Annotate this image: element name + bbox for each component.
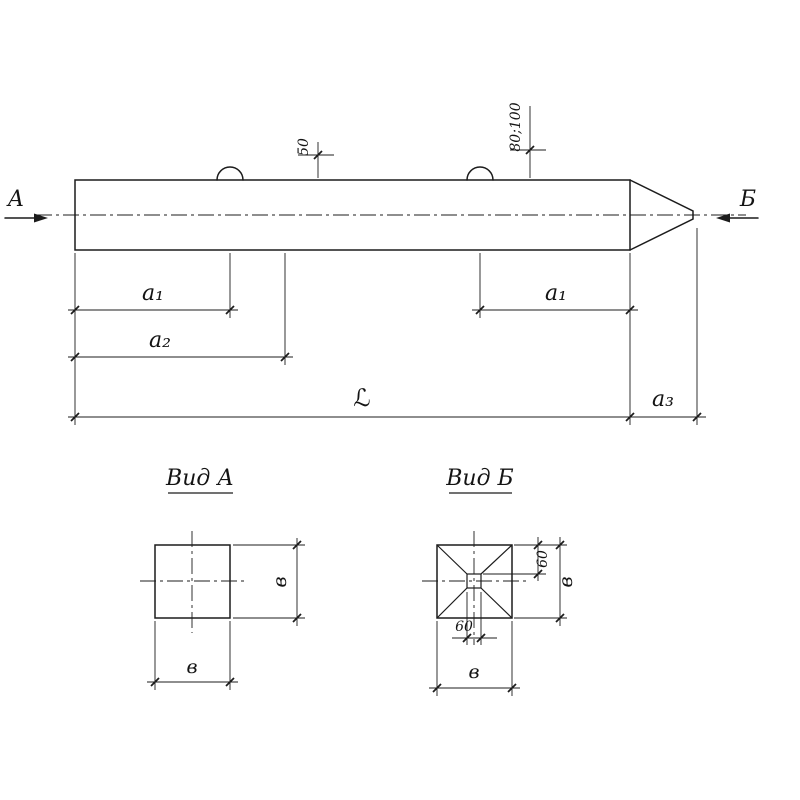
view-a-title: Вид А — [165, 466, 234, 491]
view-b-dims-right: 60 в — [483, 537, 577, 626]
view-b-title: Вид Б — [445, 466, 513, 491]
view-b-tip-flat — [466, 573, 482, 589]
view-arrow-a-head — [34, 213, 48, 223]
view-b-tip-bottom-label: 60 — [455, 619, 473, 635]
dim-length-row: ℒ а₃ — [68, 384, 706, 422]
view-b-width-bottom-label: в — [468, 661, 479, 683]
view-a: Вид А в в — [140, 466, 305, 690]
view-arrow-b-head — [716, 213, 730, 223]
dim-loop-offset: 50 — [296, 138, 334, 178]
lifting-loop-left — [216, 166, 244, 181]
dim-loop-height: 80;100 — [508, 102, 546, 178]
dim-a2: а₂ — [68, 328, 293, 362]
dim-loop-height-label: 80;100 — [508, 102, 524, 151]
view-arrow-b: Б — [716, 187, 759, 223]
view-b-tip-right-label: 60 — [535, 550, 551, 568]
extension-lines — [74, 228, 698, 425]
view-arrow-a-label: А — [6, 187, 25, 212]
view-b: Вид Б 60 в — [422, 466, 577, 696]
main-view: А Б 50 80;100 — [4, 102, 759, 425]
view-b-section-outline — [436, 544, 513, 619]
view-a-width-right-label: в — [269, 576, 291, 587]
view-a-width-bottom-label: в — [186, 656, 197, 678]
lifting-loop-right — [466, 166, 494, 181]
dim-a3-label: а₃ — [652, 387, 674, 412]
dim-a2-label: а₂ — [149, 328, 171, 353]
view-a-dim-right: в — [233, 538, 305, 626]
dim-a1-right: а₁ — [472, 281, 638, 315]
view-a-section-outline — [154, 544, 231, 619]
dim-a1-left: а₁ — [68, 281, 238, 315]
view-arrow-b-label: Б — [739, 187, 756, 212]
dim-a1-left-label: а₁ — [142, 281, 164, 306]
view-b-dims-bottom: 60 в — [429, 592, 520, 696]
dim-loop-offset-label: 50 — [296, 138, 312, 156]
pile-tip — [629, 179, 694, 251]
dim-a1-right-label: а₁ — [545, 281, 567, 306]
view-arrow-a: А — [4, 187, 48, 223]
view-b-pyramid-edges — [436, 544, 513, 619]
dim-length-label: ℒ — [353, 384, 370, 412]
pile-body — [74, 179, 631, 251]
view-a-dim-bottom: в — [147, 621, 238, 690]
view-b-width-right-label: в — [555, 576, 577, 587]
